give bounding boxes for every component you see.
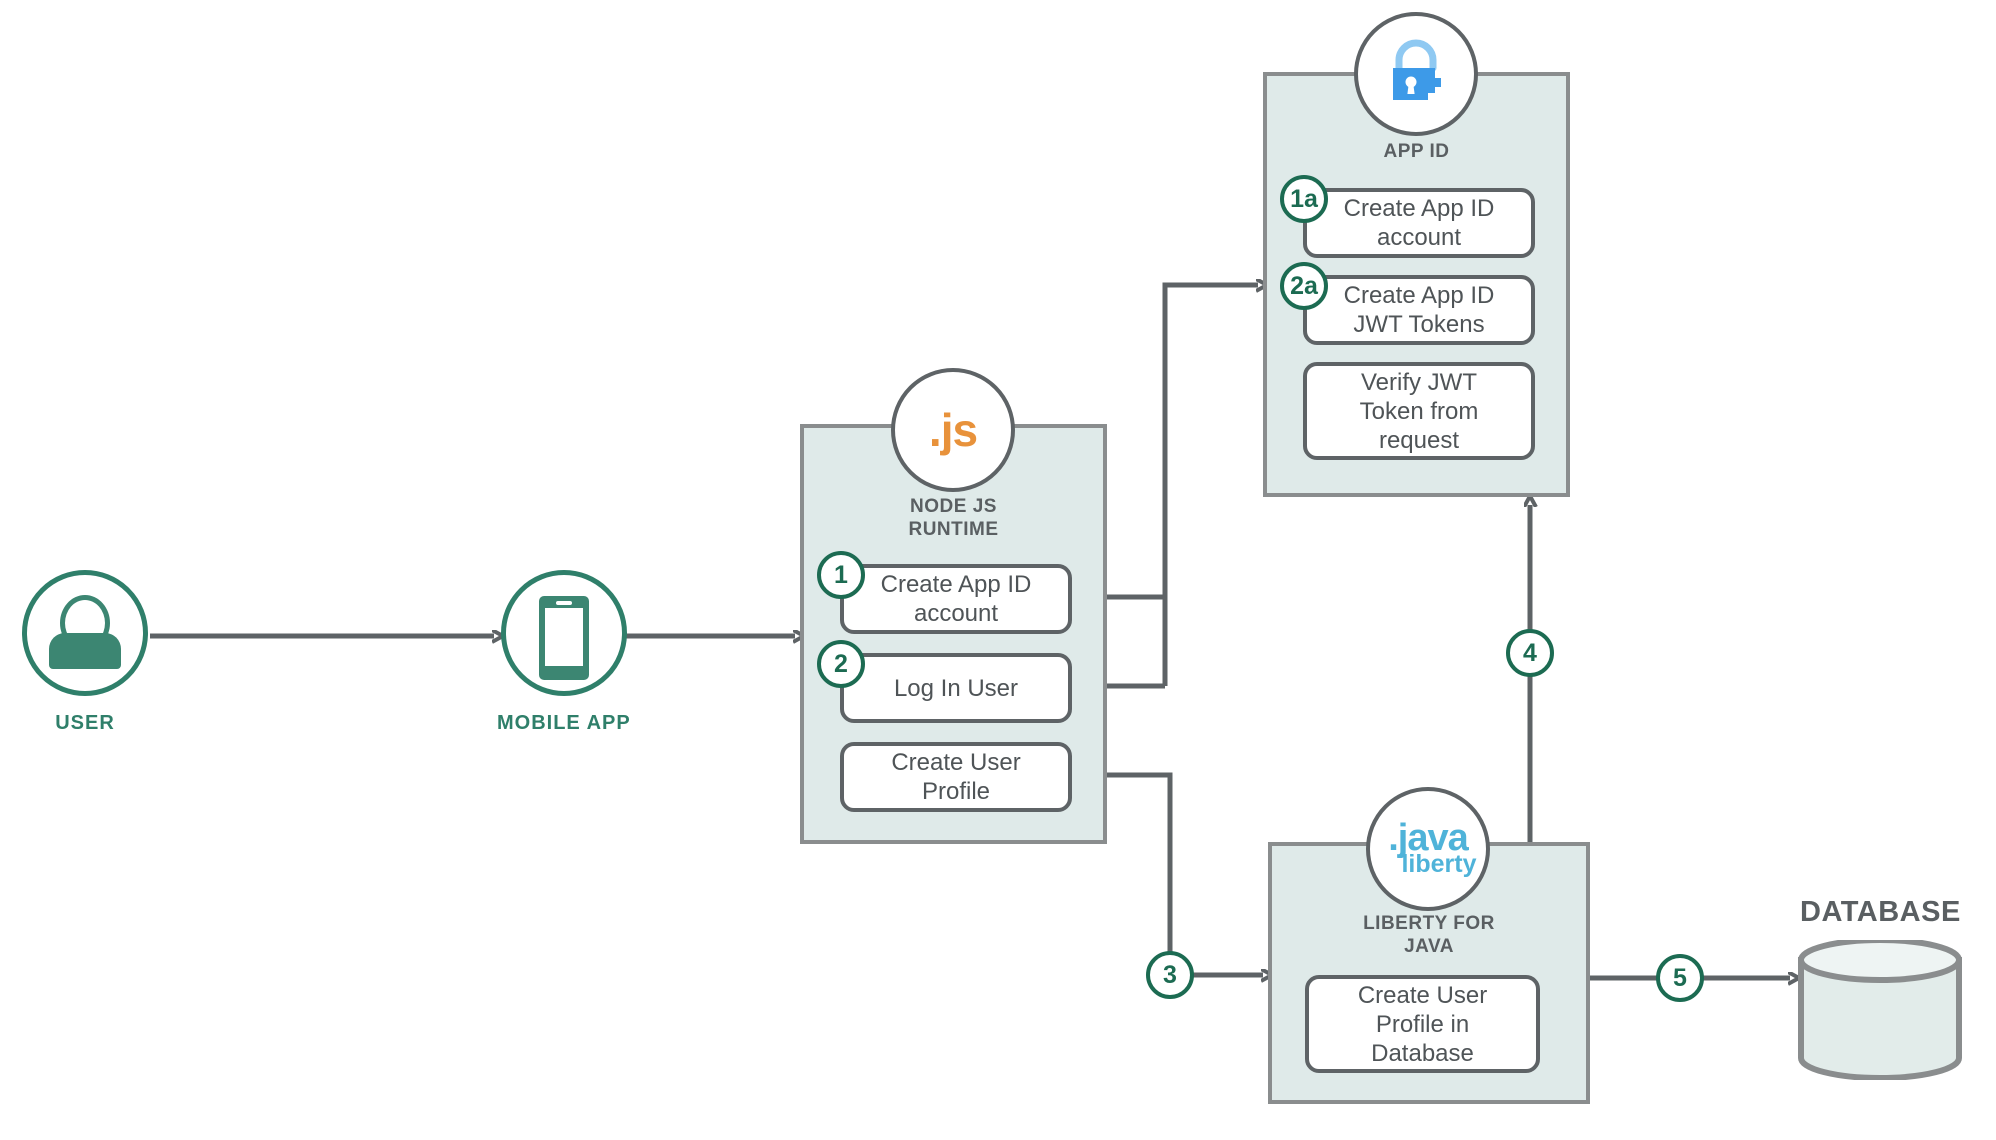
wire-nodejs-to-appid bbox=[1162, 285, 1258, 686]
card-create-app-id-jwt-tokens[interactable]: Create App ID JWT Tokens bbox=[1303, 275, 1535, 345]
step-badge-1a[interactable]: 1a bbox=[1280, 175, 1328, 223]
card-line1: Create App ID bbox=[880, 571, 1032, 598]
node-mobile-app[interactable]: MOBILE APP bbox=[497, 570, 631, 735]
card-create-user-profile-nodejs[interactable]: Create User Profile bbox=[840, 742, 1072, 812]
phone-screen-shape bbox=[544, 608, 583, 666]
card-line2: Token from bbox=[1359, 397, 1479, 425]
zone-app-id-title: APP ID bbox=[1263, 140, 1570, 163]
card-line2: JWT Tokens bbox=[1353, 311, 1485, 338]
card-line1: Create App ID bbox=[1343, 195, 1495, 222]
card-line1: Create App ID bbox=[1343, 282, 1495, 309]
lock-profile-glyph bbox=[1393, 39, 1441, 100]
card-create-app-id-account-nodejs[interactable]: Create App ID account bbox=[840, 564, 1072, 634]
card-create-user-profile-in-database[interactable]: Create User Profile in Database bbox=[1305, 975, 1540, 1073]
mobile-app-label: MOBILE APP bbox=[497, 712, 631, 734]
step-badge-4[interactable]: 4 bbox=[1506, 629, 1554, 677]
card-line2: account bbox=[1376, 224, 1462, 251]
database-cylinder-icon[interactable] bbox=[1795, 937, 1965, 1085]
zone-app-id-title-line1: APP ID bbox=[1383, 141, 1450, 162]
java-logo-line1: .java bbox=[1388, 817, 1469, 860]
step-badge-3[interactable]: 3 bbox=[1146, 951, 1194, 999]
java-liberty-logo-icon: .java liberty bbox=[1366, 787, 1490, 911]
wire-nodejs-to-liberty bbox=[1072, 772, 1263, 975]
database-label: DATABASE bbox=[1800, 896, 1961, 928]
card-create-app-id-account-appid[interactable]: Create App ID account bbox=[1303, 188, 1535, 258]
card-log-in-user[interactable]: Log In User bbox=[840, 653, 1072, 723]
zone-nodejs-title: NODE JS RUNTIME bbox=[800, 495, 1107, 541]
mobile-phone-icon bbox=[500, 570, 627, 696]
card-line2: Profile in bbox=[1375, 1010, 1470, 1038]
java-logo-line2: liberty bbox=[1401, 850, 1477, 879]
card-line1: Create User bbox=[1357, 981, 1488, 1009]
card-line2: Profile bbox=[921, 778, 991, 805]
card-verify-jwt-token[interactable]: Verify JWT Token from request bbox=[1303, 362, 1535, 460]
zone-nodejs-title-line1: NODE JS bbox=[910, 496, 997, 517]
step-badge-5[interactable]: 5 bbox=[1656, 954, 1704, 1002]
card-line3: request bbox=[1378, 426, 1460, 454]
card-line1: Create User bbox=[891, 749, 1021, 776]
node-user[interactable]: USER bbox=[22, 570, 148, 735]
database-cylinder-glyph bbox=[1798, 937, 1962, 1081]
step-badge-1[interactable]: 1 bbox=[817, 551, 865, 599]
nodejs-logo-icon: .js bbox=[891, 368, 1015, 492]
app-id-lock-icon bbox=[1354, 12, 1478, 136]
zone-nodejs-title-line2: RUNTIME bbox=[908, 519, 999, 540]
user-icon bbox=[22, 570, 148, 696]
step-badge-2[interactable]: 2 bbox=[817, 640, 865, 688]
step-badge-2a[interactable]: 2a bbox=[1280, 262, 1328, 310]
zone-liberty-title-line2: JAVA bbox=[1404, 936, 1454, 957]
card-line1: Verify JWT bbox=[1360, 368, 1477, 396]
user-body-shape bbox=[49, 633, 121, 669]
card-line3: Database bbox=[1371, 1039, 1474, 1067]
card-line2: account bbox=[913, 600, 999, 627]
zone-liberty-title: LIBERTY FOR JAVA bbox=[1268, 912, 1590, 958]
phone-speaker-shape bbox=[555, 601, 572, 605]
nodejs-logo-text: .js bbox=[928, 404, 978, 456]
card-line1: Log In User bbox=[893, 674, 1019, 702]
java-liberty-logo-text: .java liberty bbox=[1379, 817, 1477, 879]
zone-liberty-title-line1: LIBERTY FOR bbox=[1363, 913, 1495, 934]
user-label: USER bbox=[55, 712, 115, 734]
